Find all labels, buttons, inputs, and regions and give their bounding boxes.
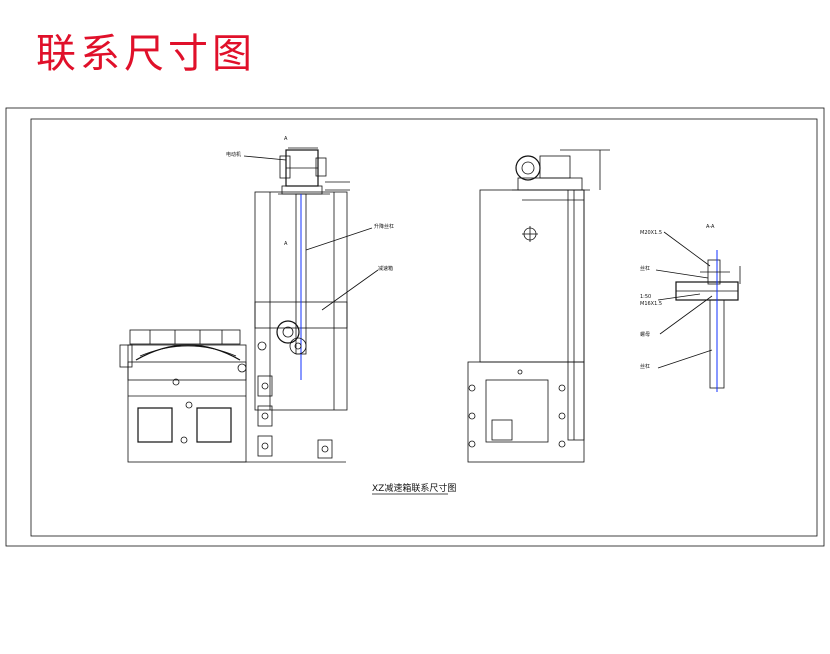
left-view: [119, 147, 379, 463]
outer-frame: [5, 107, 825, 547]
inner-frame: [30, 118, 818, 537]
label-lift-screw: 升降丝杠: [374, 223, 394, 230]
label-motor: 电动机: [226, 151, 241, 158]
section-mark-a-mid: A: [284, 241, 288, 247]
detail-section-title: A-A: [706, 224, 715, 230]
label-gearbox: 减速箱: [378, 265, 393, 272]
label-screw-2: 丝杠: [640, 363, 650, 370]
page-title: 联系尺寸图: [36, 31, 256, 77]
middle-view: [467, 149, 610, 463]
detail-view: [655, 231, 741, 392]
label-thread-m20: M20X1.5: [640, 230, 662, 236]
drawing-caption: XZ减速箱联系尺寸图: [372, 482, 456, 494]
label-screw-1: 丝杠: [640, 265, 650, 272]
label-taper: 1:50: [640, 294, 651, 300]
section-mark-a-top: A: [284, 136, 288, 142]
label-nut: 螺母: [640, 331, 650, 338]
label-thread-m16: M16X1.5: [640, 301, 662, 307]
